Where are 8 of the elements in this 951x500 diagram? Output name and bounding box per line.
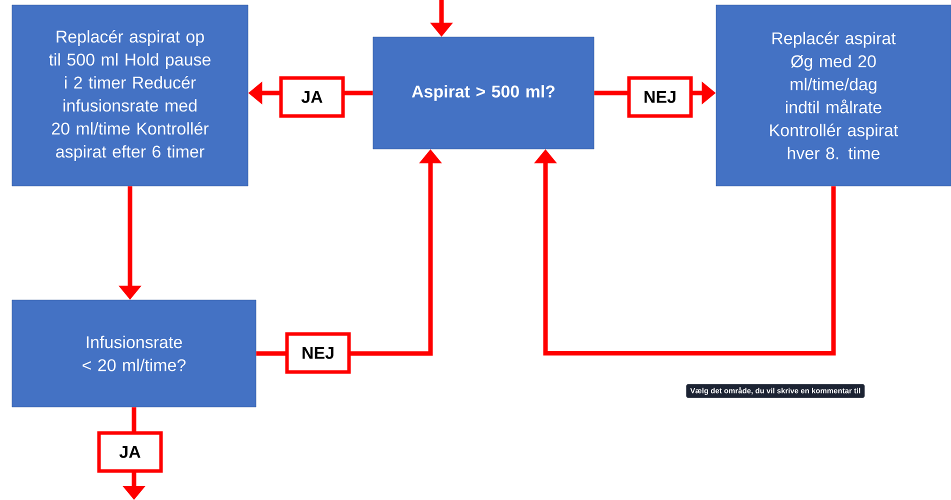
edge-label: NEJ: [285, 332, 351, 374]
process-box: Replacér aspirat op til 500 ml Hold pause i 2 timer Reducér infusionsrate med 20 ml/time Kontrollér aspirat efter 6 timer: [12, 4, 248, 186]
edge-label: JA: [97, 431, 163, 473]
edge-label: NEJ: [627, 76, 693, 118]
edge-label: JA: [279, 76, 345, 118]
process-box: Infusionsrate < 20 ml/time?: [12, 300, 256, 408]
process-box: Replacér aspirat Øg med 20 ml/time/dag indtil målrate Kontrollér aspirat hver 8. time: [716, 4, 951, 186]
decision-box: Aspirat > 500 ml?: [372, 36, 594, 150]
